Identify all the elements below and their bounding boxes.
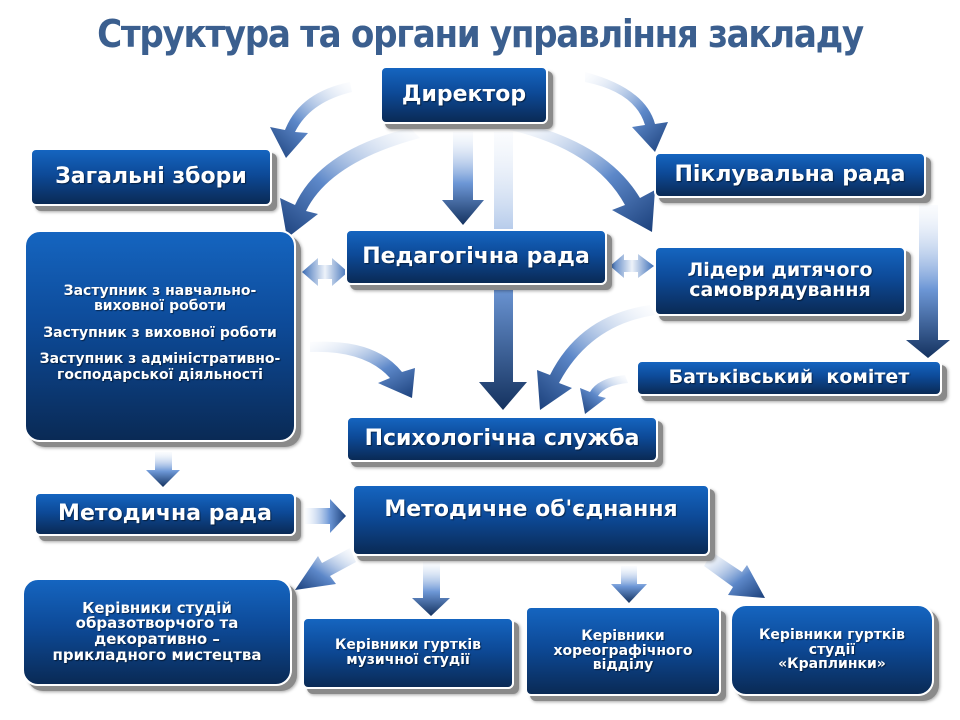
node-general-meeting-label: Загальні збори <box>55 164 247 190</box>
leaders-art-line-2: образотворчого та <box>75 614 239 633</box>
node-psychological-service: Психологічна служба <box>346 416 658 462</box>
arrow-director-to-deputies <box>280 128 420 238</box>
node-pedagogical-council: Педагогічна рада <box>345 229 607 285</box>
arrow-association-to-leaders-music <box>412 562 450 616</box>
arrow-association-to-leaders-dance <box>611 566 647 603</box>
node-deputies: Заступник з навчально-виховної роботи За… <box>24 230 296 442</box>
node-parents-committee-label: Батьківський комітет <box>668 366 910 389</box>
node-student-leaders: Лідери дитячого самоврядування <box>654 246 906 316</box>
node-student-leaders-line-2: самоврядування <box>689 279 871 301</box>
arrow-methodical-council-to-association <box>305 499 346 533</box>
arrow-director-to-pedagogical-council <box>442 132 484 225</box>
deputy-educational: Заступник з виховної роботи <box>43 324 277 341</box>
leaders-art-line-1: Керівники студій <box>82 598 232 617</box>
node-general-meeting: Загальні збори <box>30 148 272 206</box>
node-board-of-trustees: Піклувальна рада <box>654 152 926 198</box>
node-methodical-association: Методичне об'єднання <box>352 484 710 556</box>
leaders-kraplynky-line-1: Керівники гуртків <box>758 626 906 643</box>
node-pedagogical-council-label: Педагогічна рада <box>362 244 590 270</box>
arrow-director-to-general-meeting <box>270 82 352 158</box>
node-leaders-kraplynky: Керівники гуртків студії «Краплинки» <box>730 604 934 696</box>
arrow-trustees-to-parents <box>906 205 950 358</box>
node-parents-committee: Батьківський комітет <box>636 360 942 396</box>
arrow-deputies-to-psychological-service <box>310 341 415 398</box>
double-arrow-pedagogical-student-leaders <box>610 254 654 278</box>
node-board-of-trustees-label: Піклувальна рада <box>674 162 906 188</box>
node-director-label: Директор <box>401 82 527 108</box>
leaders-art-line-4: прикладного мистецтва <box>52 645 262 664</box>
node-leaders-music-studio: Керівники гуртків музичної студії <box>302 617 514 689</box>
arrow-association-to-leaders-art <box>295 548 356 590</box>
leaders-music-line-2: музичної студії <box>346 652 470 668</box>
leaders-dance-line-1: Керівники <box>581 627 665 644</box>
leaders-dance-line-2: хореографічного <box>553 642 693 659</box>
arrow-director-to-student-leaders <box>510 120 655 232</box>
deputy-administrative: Заступник з адміністративно-господарсько… <box>39 351 281 383</box>
arrow-director-to-trustees <box>585 72 668 152</box>
arrow-student-leaders-to-psychological-service <box>537 305 655 410</box>
node-methodical-association-label: Методичне об'єднання <box>384 497 678 522</box>
arrow-parents-to-psychological-service <box>580 375 628 414</box>
node-methodical-council-label: Методична рада <box>58 501 272 527</box>
node-leaders-choreography: Керівники хореографічного відділу <box>525 606 721 696</box>
leaders-kraplynky-line-3: «Краплинки» <box>778 656 886 673</box>
node-director: Директор <box>380 66 548 124</box>
arrow-association-to-leaders-kraplynky <box>704 552 765 598</box>
leaders-art-line-3: декоративно – <box>94 630 220 648</box>
node-leaders-art-studio: Керівники студій образотворчого та декор… <box>22 578 292 686</box>
leaders-kraplynky-line-2: студії <box>808 641 856 658</box>
node-methodical-council: Методична рада <box>34 492 296 536</box>
leaders-dance-line-3: відділу <box>592 657 654 674</box>
double-arrow-deputies-pedagogical <box>302 258 348 286</box>
deputy-academic: Заступник з навчально-виховної роботи <box>63 283 257 315</box>
page-title: Структура та органи управління закладу <box>97 12 864 56</box>
node-psychological-service-label: Психологічна служба <box>364 426 640 452</box>
arrow-deputies-to-methodical-council <box>146 452 180 487</box>
node-student-leaders-line-1: Лідери дитячого <box>687 259 873 282</box>
leaders-music-line-1: Керівники гуртків <box>334 637 482 654</box>
